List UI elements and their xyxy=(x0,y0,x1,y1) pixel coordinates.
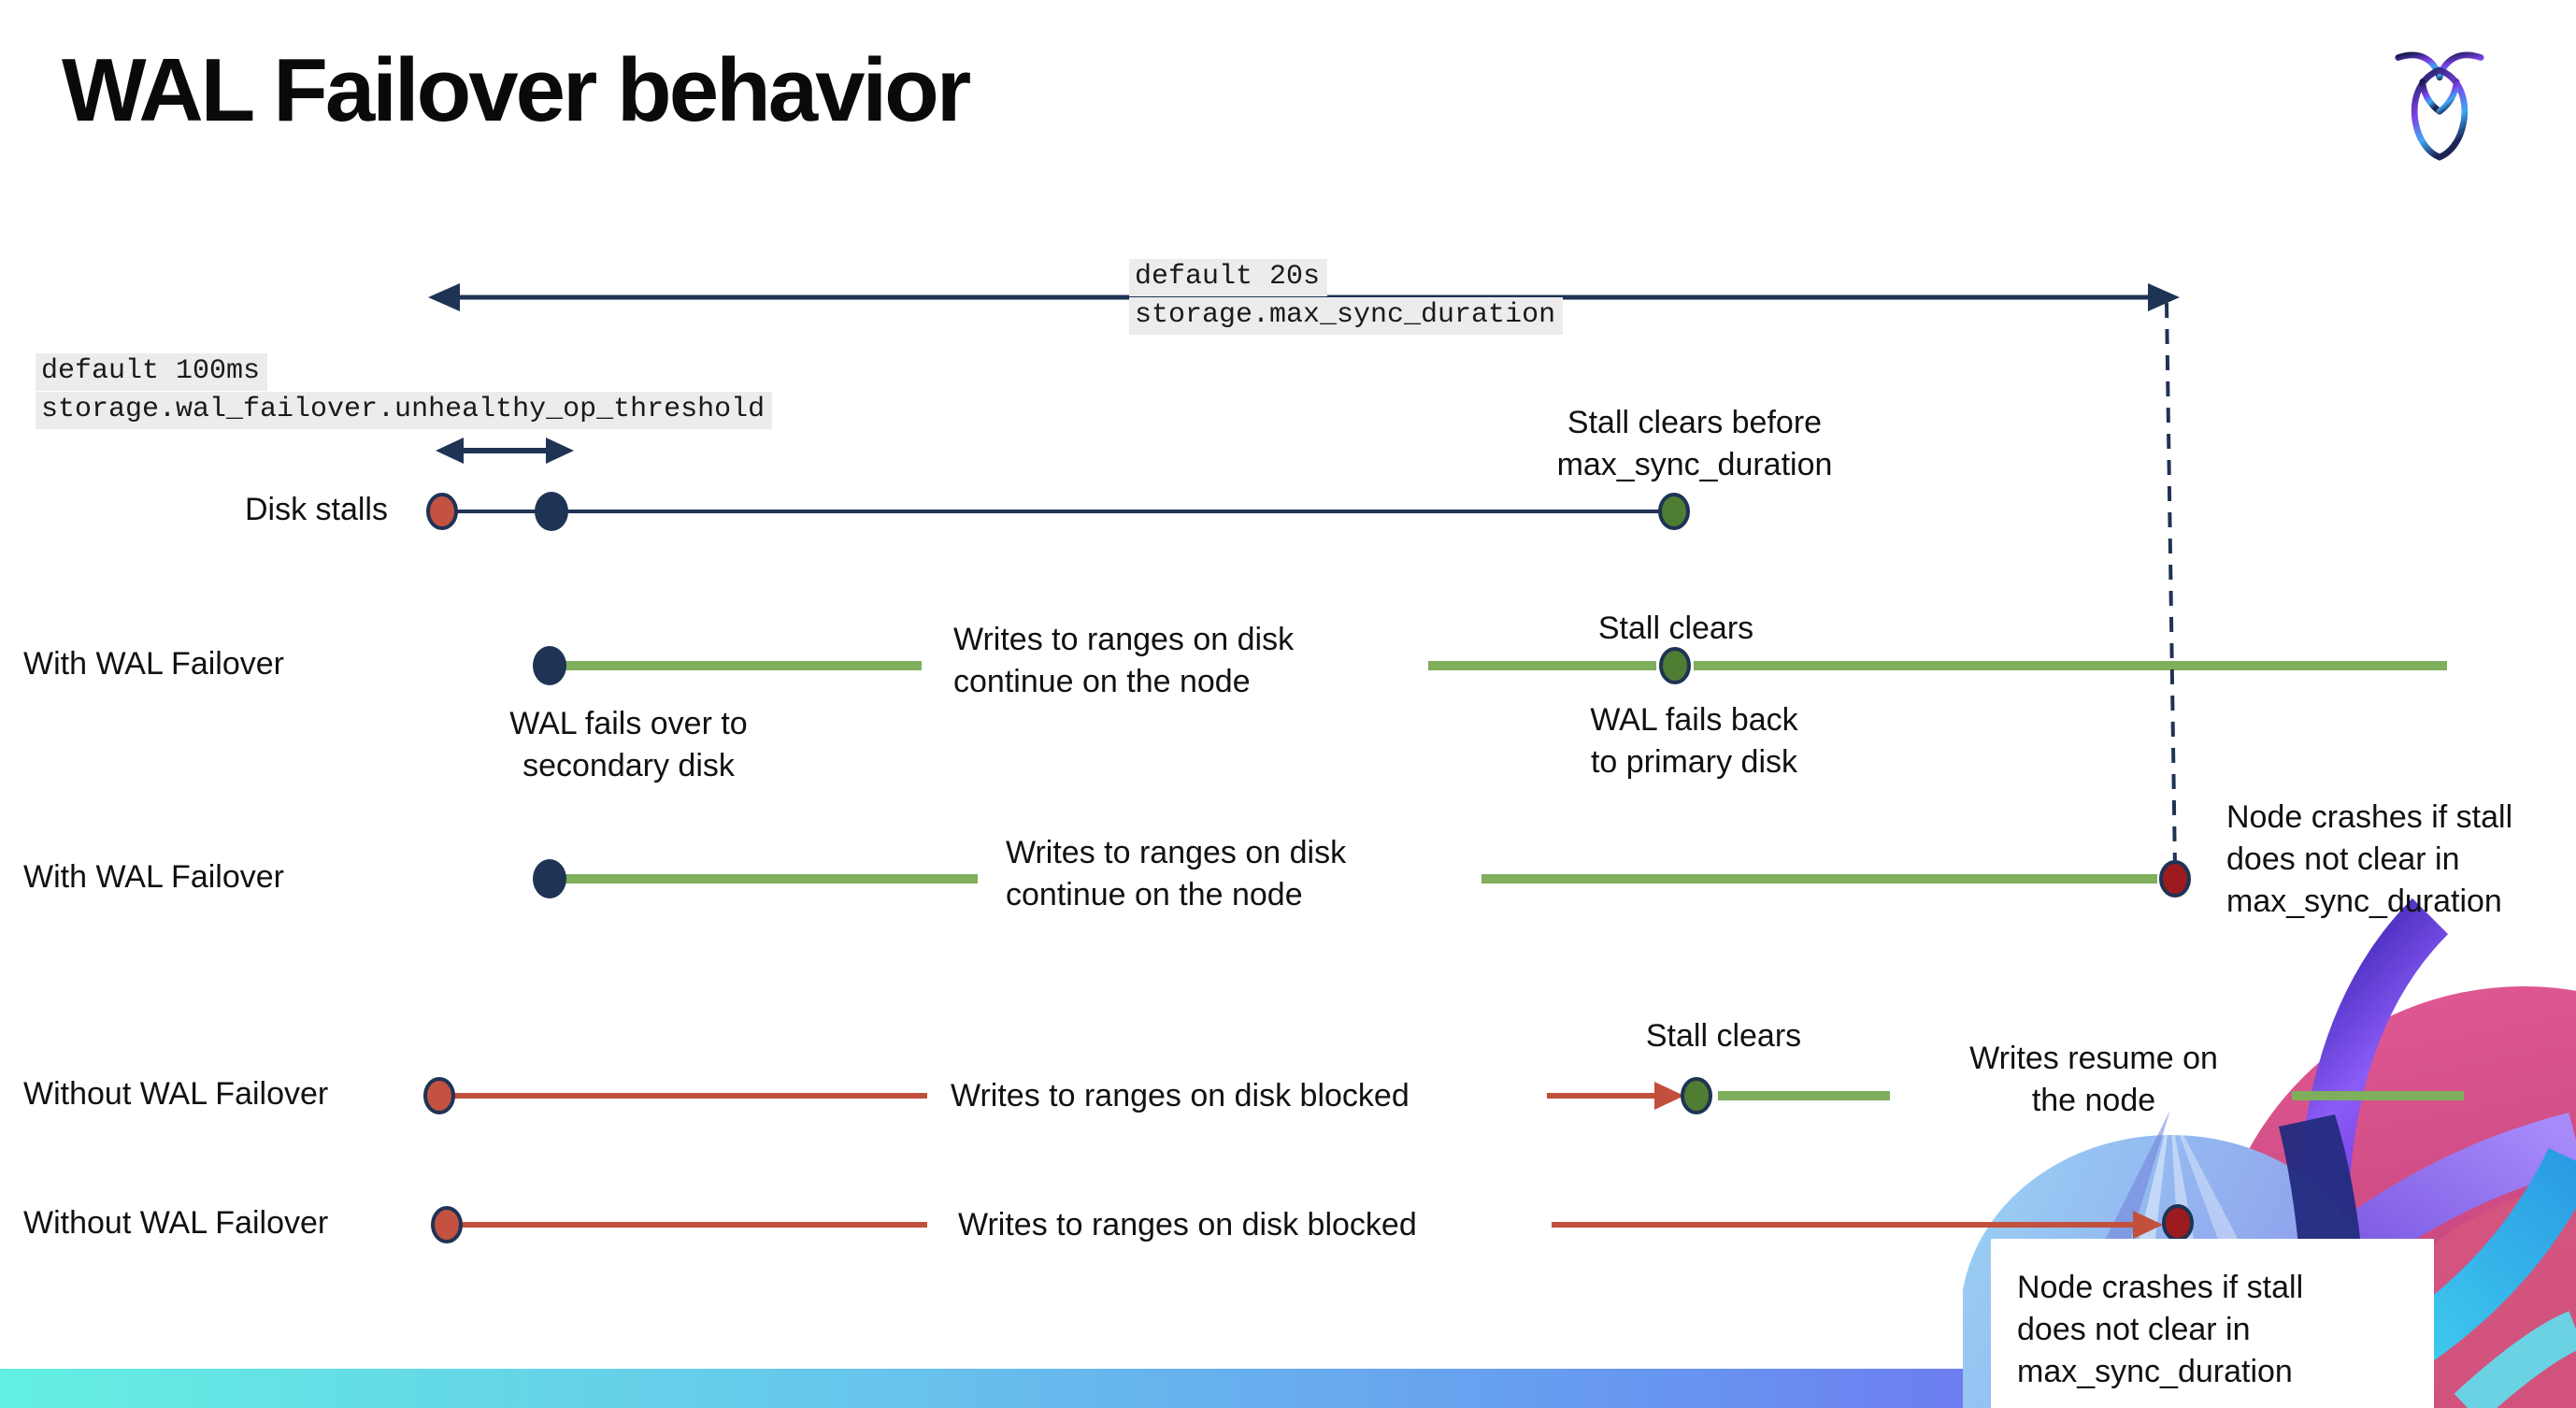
annotation-writes-resume: Writes resume on the node xyxy=(1969,1041,2218,1118)
threshold-default-label: default 100ms xyxy=(36,353,268,391)
row1-threshold-dot xyxy=(535,492,568,531)
row5-stall-start-dot xyxy=(431,1206,463,1243)
page-title: WAL Failover behavior xyxy=(62,40,971,140)
max-sync-deadline-dashed-line xyxy=(2165,302,2177,870)
threshold-setting-name: storage.wal_failover.unhealthy_op_thresh… xyxy=(36,392,773,429)
annotation-stall-clears-before: Stall clears before max_sync_duration xyxy=(1556,405,1833,482)
annotation-writes-continue-1: Writes to ranges on disk continue on the… xyxy=(953,622,1295,699)
row-label-disk-stalls: Disk stalls xyxy=(244,492,388,527)
row2-stall-clears-dot xyxy=(1659,647,1691,684)
row1-stall-clears-dot xyxy=(1658,493,1690,530)
row3-failover-dot xyxy=(533,859,566,898)
row5-blocked-arrowhead xyxy=(2133,1211,2163,1239)
row2-failover-dot xyxy=(533,646,566,685)
node-crash-callout: Node crashes if stall does not clear in … xyxy=(1991,1239,2434,1408)
row-label-without-wal-failover-2: Without WAL Failover xyxy=(23,1205,329,1241)
row3-crash-dot xyxy=(2159,860,2191,898)
annotation-stall-clears-2: Stall clears xyxy=(1645,1018,1802,1054)
row4-blocked-arrowhead xyxy=(1654,1082,1684,1110)
annotation-stall-clears-1: Stall clears xyxy=(1597,611,1754,646)
max-sync-duration-setting-name: storage.max_sync_duration xyxy=(1129,297,1564,335)
annotation-writes-blocked-1: Writes to ranges on disk blocked xyxy=(951,1078,1410,1113)
annotation-writes-blocked-2: Writes to ranges on disk blocked xyxy=(958,1207,1417,1243)
row-label-with-wal-failover-1: With WAL Failover xyxy=(23,646,284,682)
row-label-with-wal-failover-2: With WAL Failover xyxy=(23,859,284,895)
unhealthy-op-threshold-span-arrow xyxy=(436,438,574,464)
annotation-node-crashes-1: Node crashes if stall does not clear in … xyxy=(2226,799,2513,919)
annotation-writes-continue-2: Writes to ranges on disk continue on the… xyxy=(1006,835,1347,912)
cockroachdb-logo-icon xyxy=(2395,51,2484,161)
max-sync-duration-default-label: default 20s xyxy=(1129,259,1328,296)
annotation-wal-fails-back: WAL fails back to primary disk xyxy=(1590,702,1798,780)
row4-stall-clears-dot xyxy=(1681,1077,1712,1114)
row-label-without-wal-failover-1: Without WAL Failover xyxy=(23,1076,329,1112)
annotation-wal-fails-over: WAL fails over to secondary disk xyxy=(509,706,748,783)
row4-stall-start-dot xyxy=(423,1077,455,1114)
row5-crash-dot xyxy=(2162,1204,2194,1242)
row1-stall-start-dot xyxy=(426,493,458,530)
